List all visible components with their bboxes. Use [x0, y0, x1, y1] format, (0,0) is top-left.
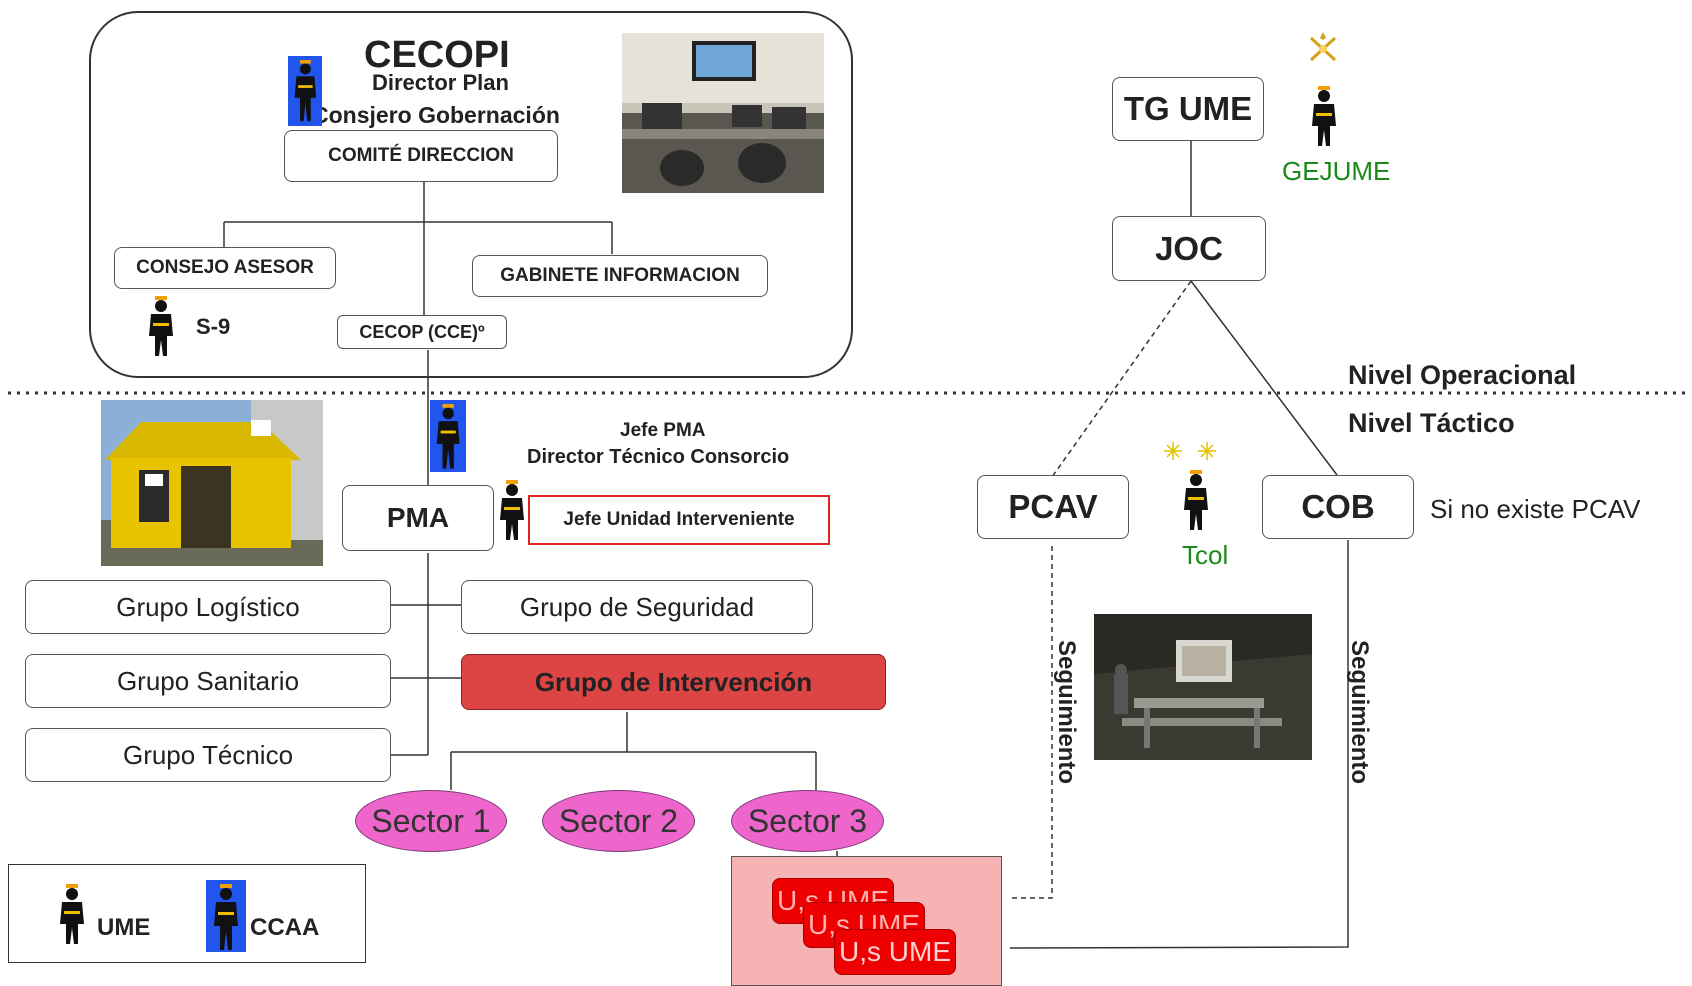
gabinete-informacion-box[interactable]: GABINETE INFORMACION [472, 255, 768, 297]
tg-ume-box[interactable]: TG UME [1112, 77, 1264, 141]
sector-1-ellipse[interactable]: Sector 1 [355, 790, 507, 852]
control-room-photo [622, 33, 824, 193]
seguimiento-right-label: Seguimiento [1346, 640, 1373, 785]
seguimiento-left-label: Seguimiento [1053, 640, 1080, 785]
comite-direccion-box[interactable]: COMITÉ DIRECCION [284, 130, 558, 182]
cob-box[interactable]: COB [1262, 475, 1414, 539]
grupo-sanitario-box[interactable]: Grupo Sanitario [25, 654, 391, 708]
general-insignia-icon [1303, 30, 1343, 67]
jefe-unidad-box[interactable]: Jefe Unidad Interveniente [528, 495, 830, 545]
pcav-box[interactable]: PCAV [977, 475, 1129, 539]
consejo-asesor-box[interactable]: CONSEJO ASESOR [114, 247, 336, 289]
sector-2-ellipse[interactable]: Sector 2 [542, 790, 695, 852]
ume-person-icon-tcol [1180, 470, 1212, 537]
grupo-logistico-box[interactable]: Grupo Logístico [25, 580, 391, 634]
emergency-tent-photo [101, 400, 323, 566]
ccaa-person-icon-jefe-pma [430, 400, 466, 477]
pma-box[interactable]: PMA [342, 485, 494, 551]
ume-legend-icon [56, 884, 88, 951]
nivel-operacional-label: Nivel Operacional [1348, 360, 1577, 390]
legend-ccaa-label: CCAA [250, 914, 320, 941]
nivel-tactico-label: Nivel Táctico [1348, 408, 1515, 438]
director-plan-label: Director Plan [372, 70, 509, 95]
unit-card-3[interactable]: U,s UME [834, 929, 956, 975]
command-tent-photo [1094, 614, 1312, 760]
ume-person-icon-gejume [1308, 86, 1340, 153]
ccaa-legend-icon [206, 880, 246, 957]
ume-person-icon-jefe-unidad [496, 480, 528, 547]
jefe-pma-label: Jefe PMA [620, 420, 706, 441]
cecop-box[interactable]: CECOP (CCE)º [337, 315, 507, 349]
grupo-seguridad-box[interactable]: Grupo de Seguridad [461, 580, 813, 634]
cecopi-title: CECOPI [364, 34, 510, 76]
consejero-label: Consjero Gobernación [312, 102, 560, 128]
sector-3-ellipse[interactable]: Sector 3 [731, 790, 884, 852]
legend-ume-label: UME [97, 914, 151, 941]
tcol-label: Tcol [1182, 540, 1229, 570]
ccaa-person-icon-director [288, 56, 322, 131]
gejume-label: GEJUME [1282, 156, 1391, 186]
s9-label: S-9 [196, 314, 231, 339]
director-tecnico-label: Director Técnico Consorcio [527, 446, 790, 468]
grupo-intervencion-box[interactable]: Grupo de Intervención [461, 654, 886, 710]
ume-person-icon-s9 [145, 296, 177, 363]
si-no-existe-label: Si no existe PCAV [1430, 494, 1641, 524]
joc-box[interactable]: JOC [1112, 216, 1266, 281]
colonel-stars-icon [1163, 440, 1217, 467]
grupo-tecnico-box[interactable]: Grupo Técnico [25, 728, 391, 782]
